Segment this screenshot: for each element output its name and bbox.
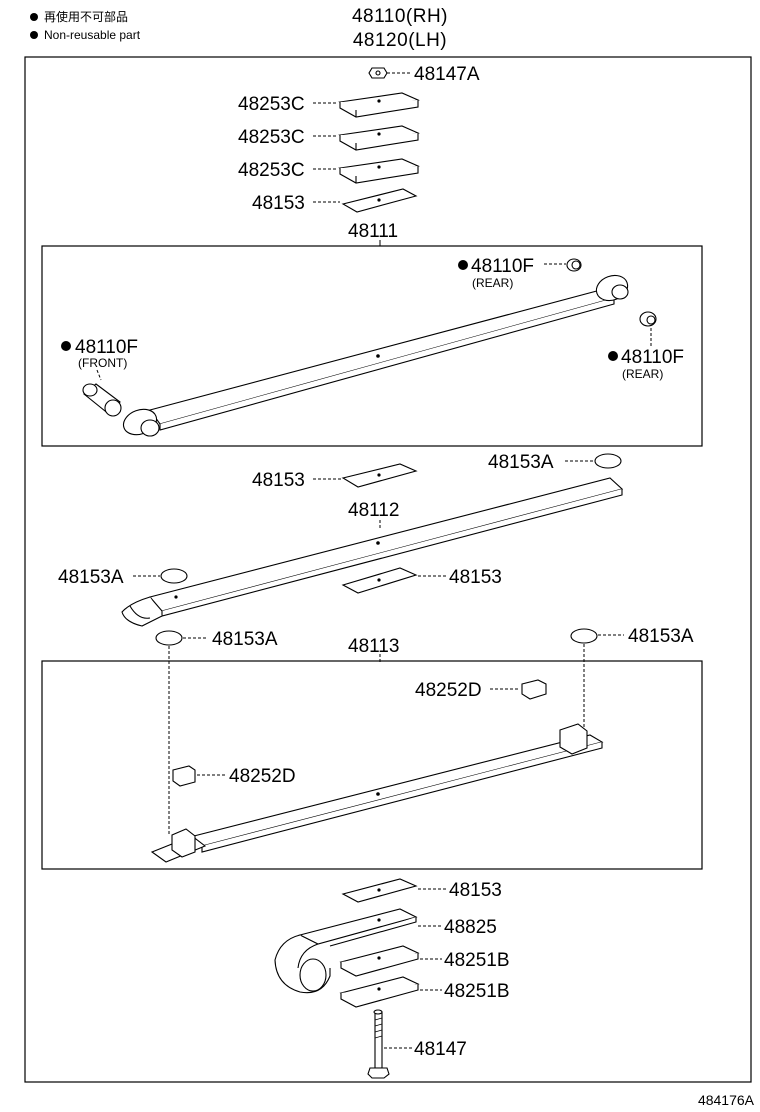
assembly-rh-number[interactable]: 48110(RH) <box>351 6 449 27</box>
nonreusable-dot-icon <box>458 260 468 270</box>
bolt-shaft-shape <box>374 1011 383 1069</box>
nonreusable-dot-icon <box>608 351 618 361</box>
label-insert-top[interactable]: 48153 <box>252 193 305 214</box>
label-spacer-b1[interactable]: 48251B <box>444 950 510 971</box>
label-spacer3[interactable]: 48253C <box>238 160 305 181</box>
leaf3-rear-clip <box>559 723 588 755</box>
leaf3-front-clip <box>171 828 196 858</box>
nonreusable-dot-icon <box>30 31 38 39</box>
nut-hole-shape <box>375 70 381 76</box>
leaf2-shape <box>149 477 624 612</box>
silencer-r2-shape <box>570 628 598 644</box>
assembly-lh-number[interactable]: 48120(LH) <box>352 30 448 51</box>
label-silencer-right[interactable]: 48153A <box>488 452 554 473</box>
label-bush-rear-top[interactable]: 48110F <box>471 256 534 277</box>
outer-frame <box>24 56 752 1083</box>
label-spacer1[interactable]: 48253C <box>238 94 305 115</box>
label-clip-upper[interactable]: 48252D <box>415 680 482 701</box>
label-silencer-left[interactable]: 48153A <box>58 567 124 588</box>
label-leaf2[interactable]: 48112 <box>348 500 399 521</box>
label-bush-rear[interactable]: 48110F <box>621 347 684 368</box>
note-bush-front: (FRONT) <box>78 356 127 370</box>
silencer-right-shape <box>594 453 622 469</box>
leaf1-box <box>41 245 703 447</box>
label-nut[interactable]: 48147A <box>414 64 480 85</box>
label-insert-bottom[interactable]: 48153 <box>449 880 502 901</box>
label-leaf1[interactable]: 48111 <box>348 221 398 242</box>
label-bolt[interactable]: 48147 <box>414 1039 467 1060</box>
label-silencer-r2[interactable]: 48153A <box>628 626 694 647</box>
note-bush-rear-top: (REAR) <box>472 276 513 290</box>
bolt-head-shape <box>367 1067 390 1079</box>
label-silencer-l2[interactable]: 48153A <box>212 629 278 650</box>
clip-upper-shape <box>521 679 547 700</box>
nonreusable-dot-icon <box>30 13 38 21</box>
label-leaf3[interactable]: 48113 <box>348 636 399 657</box>
nonreusable-dot-icon <box>61 341 71 351</box>
leaf3-shape <box>188 734 604 847</box>
silencer-left-shape <box>160 568 188 584</box>
label-clip-lower[interactable]: 48252D <box>229 766 296 787</box>
leaf3-box <box>41 660 703 870</box>
note-bush-rear: (REAR) <box>622 367 663 381</box>
illustration-ref-code: 484176A <box>697 1092 754 1108</box>
label-helper[interactable]: 48825 <box>444 917 497 938</box>
leaf1-shape <box>149 287 615 425</box>
clip-lower-shape <box>172 765 196 787</box>
label-insert-mid[interactable]: 48153 <box>252 470 305 491</box>
label-spacer-b2[interactable]: 48251B <box>444 981 510 1002</box>
label-bush-front[interactable]: 48110F <box>75 337 138 358</box>
legend-nonreusable-jp: 再使用不可部品 <box>30 10 128 24</box>
label-spacer2[interactable]: 48253C <box>238 127 305 148</box>
silencer-l2-shape <box>155 630 183 646</box>
legend-nonreusable-en: Non-reusable part <box>30 28 140 42</box>
label-insert-lower[interactable]: 48153 <box>449 567 502 588</box>
